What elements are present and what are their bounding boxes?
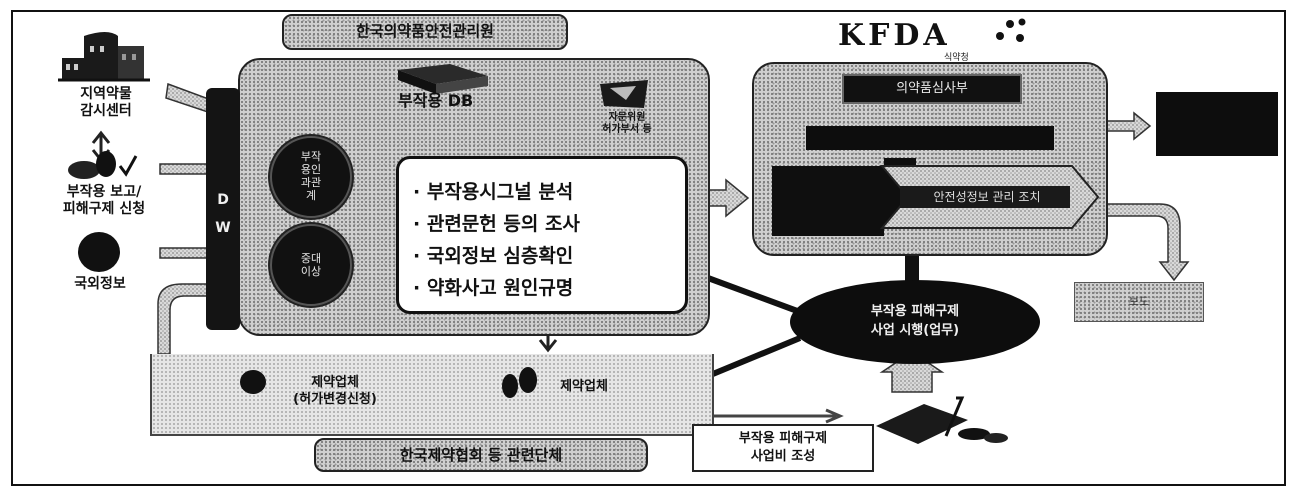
bottom-banner-text: 한국제약협회 등 관련단체 — [399, 446, 563, 464]
dw-bar: D W — [206, 88, 240, 330]
top-banner: 한국의약품안전관리원 — [282, 14, 568, 50]
output-press-box: 보도 — [1074, 282, 1204, 322]
money-icon — [876, 396, 1008, 444]
lower-band — [150, 354, 714, 436]
arrow-kfda-to-output — [1103, 111, 1152, 141]
analysis-item: · 관련문헌 등의 조사 — [413, 213, 580, 235]
kfda-action-label: 안전성정보 관리 조치 — [933, 190, 1041, 204]
input-monitoring-center-label: 지역약물 감시센터 — [80, 86, 132, 119]
kfda-logo-text: KFDA — [838, 18, 951, 53]
input-report-label: 부작용 보고/ 피해구제 신청 — [62, 184, 146, 217]
circle-serious-text: 중대 이상 — [300, 252, 322, 278]
arrow-kfda-to-press — [1103, 203, 1190, 282]
db-label: 부작용 DB — [398, 91, 474, 110]
kfda-action-arrow — [772, 158, 1100, 236]
report-icon — [68, 151, 138, 179]
building-icon — [58, 32, 150, 82]
committee-icon — [600, 80, 648, 108]
circle-causality-text: 부작 용인 과관 계 — [300, 150, 322, 202]
bottom-banner: 한국제약협회 등 관련단체 — [314, 438, 648, 472]
committee-label: 자문위원 허가부서 등 — [602, 112, 652, 135]
top-banner-text: 한국의약품안전관리원 — [355, 22, 494, 40]
globe-icon — [78, 232, 120, 272]
kfda-logo: KFDA 식약청 — [838, 16, 1028, 63]
fund-box-text: 부작용 피해구제 사업비 조성 — [738, 431, 828, 464]
input-foreign-label: 국외정보 — [74, 276, 126, 292]
analysis-box: · 부작용시그널 분석 · 관련문헌 등의 조사 · 국외정보 심층확인 · 약… — [396, 156, 688, 314]
relief-oval-text: 부작용 피해구제 사업 시행(업무) — [870, 304, 960, 338]
kfda-logo-sub: 식약청 — [944, 53, 969, 63]
pharma-mid-icon — [502, 367, 537, 398]
relief-oval: 부작용 피해구제 사업 시행(업무) — [790, 280, 1040, 364]
kfda-header: 의약품심사부 — [842, 74, 1022, 104]
output-black-box — [1156, 92, 1278, 156]
output-press-label: 보도 — [1128, 295, 1150, 308]
analysis-item: · 국외정보 심층확인 — [413, 245, 574, 267]
fund-box: 부작용 피해구제 사업비 조성 — [692, 424, 874, 472]
kfda-black-bar — [806, 126, 1054, 150]
pharma-left-label: 제약업체 (허가변경신청) — [293, 375, 377, 407]
diagram-frame — [11, 10, 1286, 486]
circle-serious: 중대 이상 — [270, 224, 352, 306]
analysis-item: · 약화사고 원인규명 — [413, 277, 574, 299]
pharma-left-icon — [240, 370, 266, 394]
kfda-dots-icon — [996, 18, 1026, 42]
pharma-mid-label: 제약업체 — [560, 379, 608, 394]
database-icon — [398, 64, 488, 94]
dw-label: D W — [215, 192, 231, 236]
circle-causality: 부작 용인 과관 계 — [270, 136, 352, 218]
analysis-item: · 부작용시그널 분석 — [413, 181, 574, 203]
